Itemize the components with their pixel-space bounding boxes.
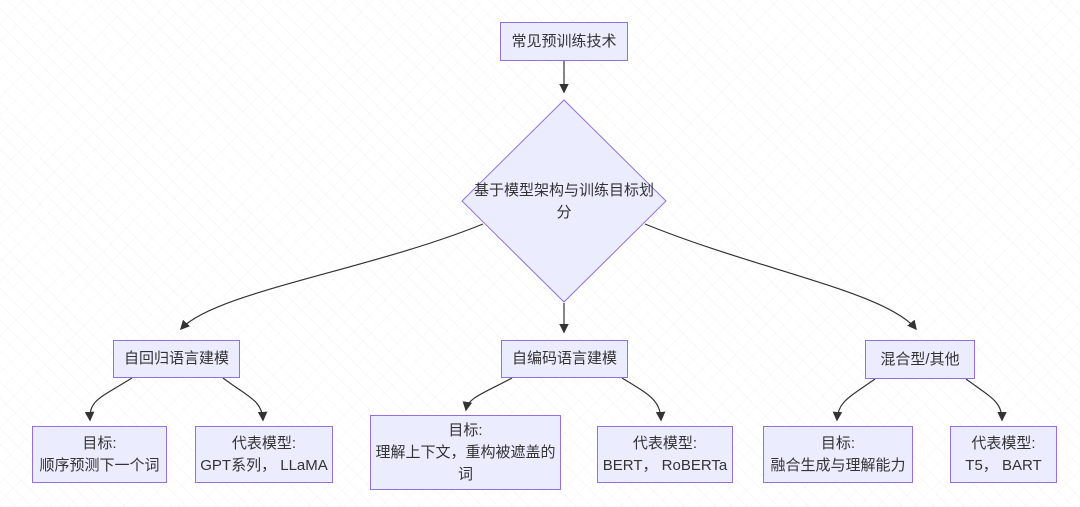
edge-autoregressive-to-models — [222, 377, 268, 422]
node-branch-hybrid: 混合型/其他 — [865, 340, 975, 379]
edge-hybrid-to-models — [965, 378, 1007, 422]
node-hybrid-goal: 目标: 融合生成与理解能力 — [763, 426, 913, 483]
node-autoencoding-models: 代表模型: BERT， RoBERTa — [597, 426, 733, 483]
edge-autoencoding-to-models — [621, 377, 666, 422]
node-decision-label: 基于模型架构与训练目标划 分 — [473, 182, 654, 221]
edge-autoregressive-to-goal — [84, 377, 133, 422]
node-autoencoding-goal: 目标: 理解上下文，重构被遮盖的 词 — [370, 415, 561, 490]
decision-diamond-shape — [461, 99, 667, 303]
edge-autoencoding-to-goal — [462, 377, 513, 412]
edge-hybrid-to-goal — [832, 378, 876, 422]
node-branch-autoencoding: 自编码语言建模 — [501, 340, 628, 378]
node-branch-autoregressive: 自回归语言建模 — [113, 340, 240, 378]
node-autoregressive-goal: 目标: 顺序预测下一个词 — [32, 426, 167, 483]
node-root: 常见预训练技术 — [500, 22, 628, 61]
edge-decision-to-branch-hybrid — [644, 223, 917, 331]
node-hybrid-models: 代表模型: T5， BART — [950, 426, 1057, 483]
node-autoregressive-models: 代表模型: GPT系列， LLaMA — [195, 426, 333, 483]
edge-decision-to-branch-autoregressive — [180, 223, 484, 331]
